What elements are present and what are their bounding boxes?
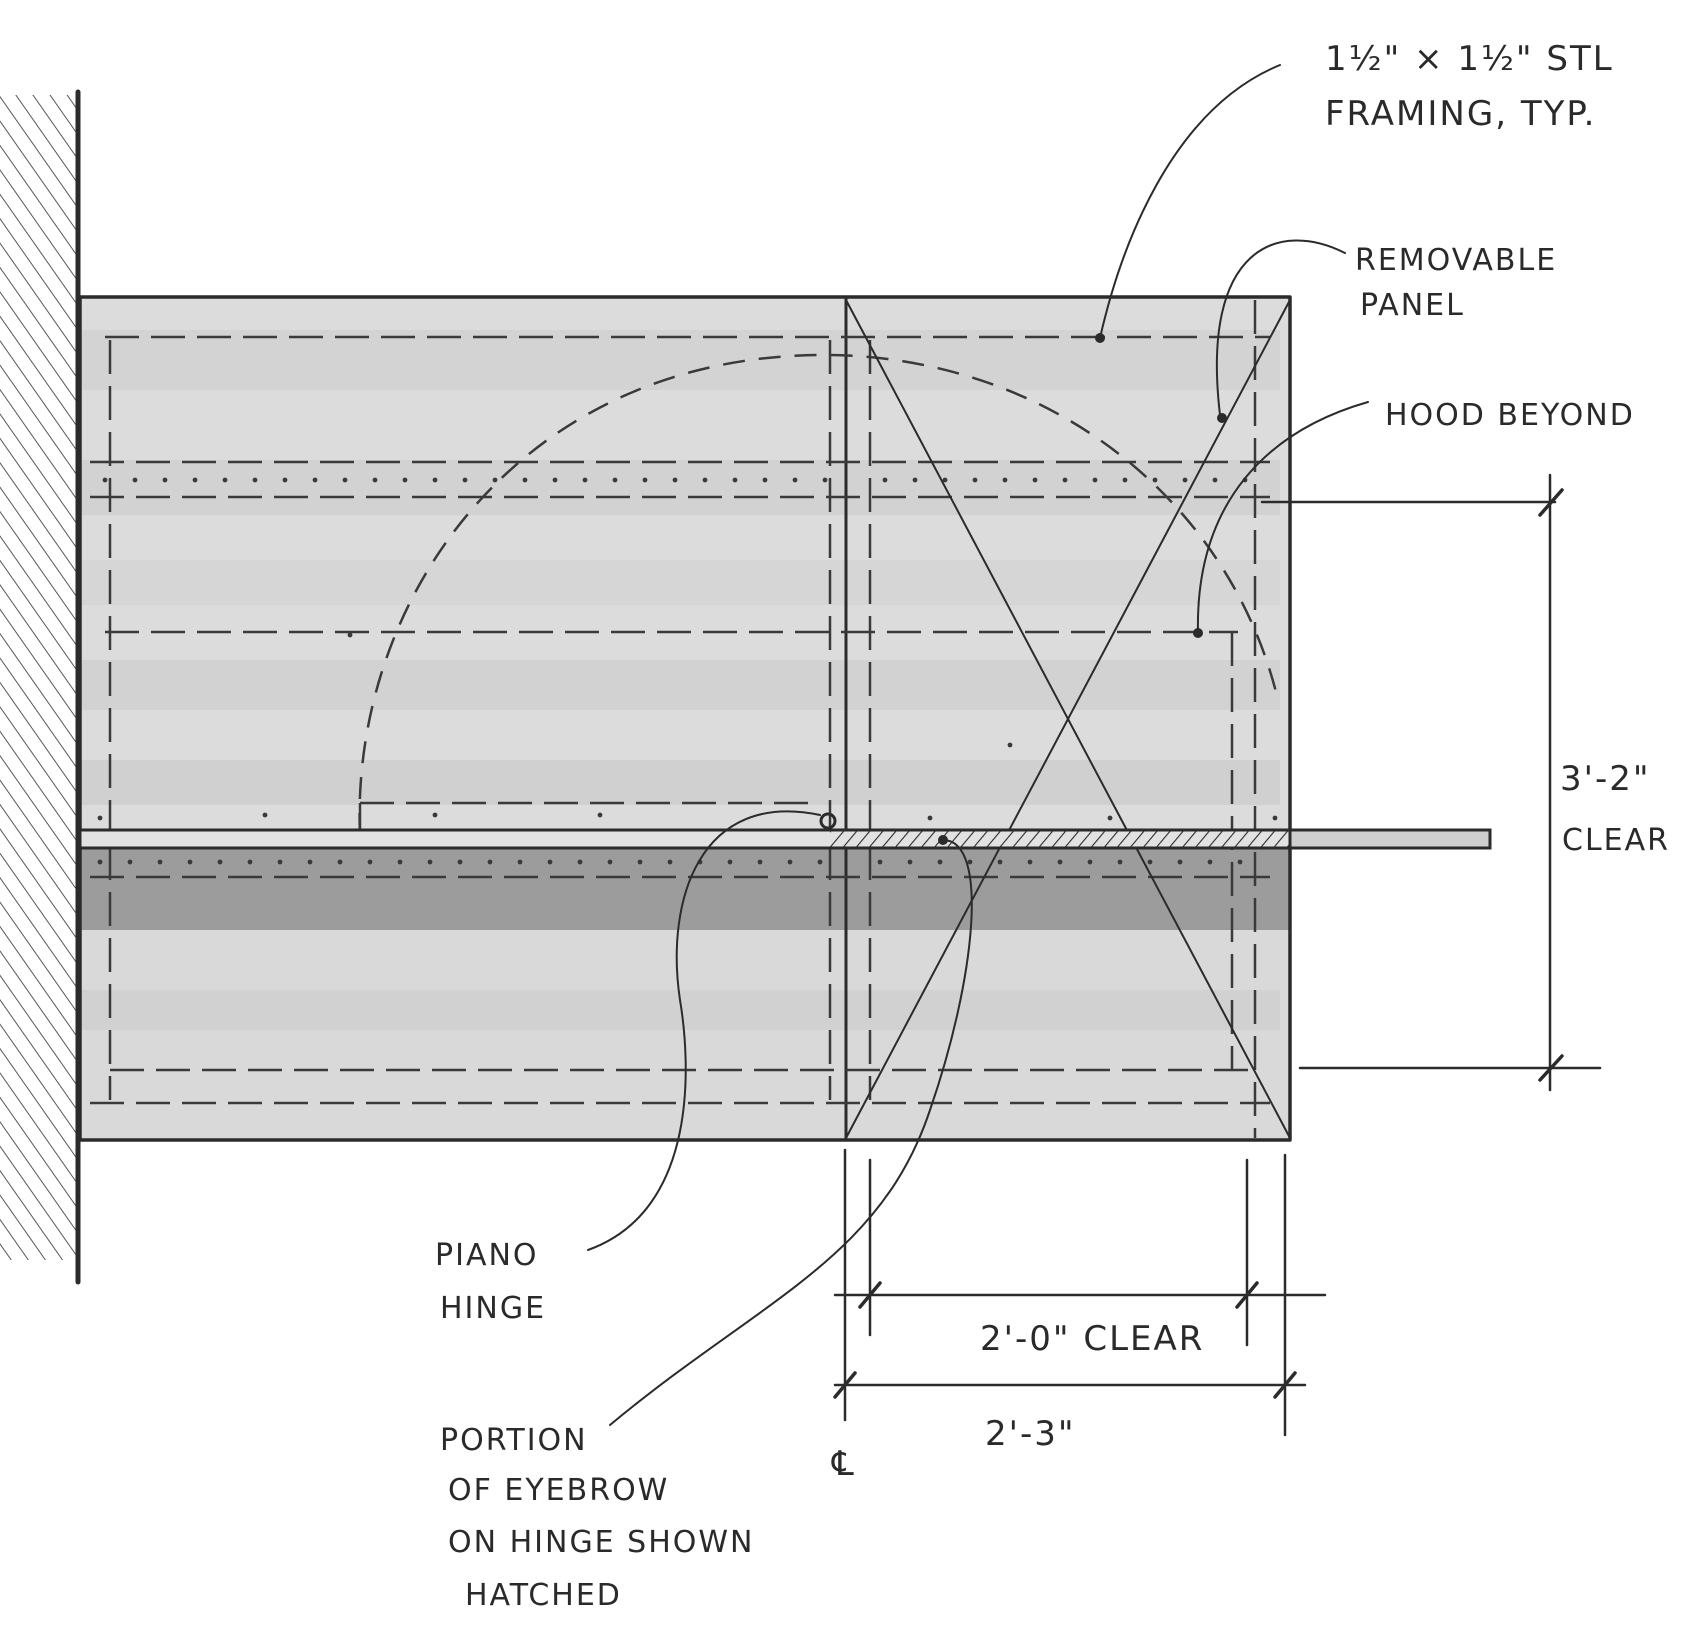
- height-dimension: [1260, 473, 1602, 1092]
- fastener-row-lower: [97, 859, 1243, 865]
- fastener-dots: [97, 477, 1278, 865]
- fastener-row-sill: [97, 632, 1278, 821]
- framing-label-line1: 1½" × 1½" STL: [1325, 39, 1614, 79]
- eyebrow-leader-dot: [938, 835, 948, 845]
- height-dim-label-line1: 3'-2": [1560, 759, 1651, 799]
- centerline-symbol: ℄: [831, 1444, 856, 1484]
- piano-hinge-pivot: [819, 812, 837, 830]
- removable-panel-x: [845, 299, 1291, 1139]
- wash-band-3: [80, 560, 1280, 605]
- clear-tick-left: [858, 1281, 882, 1309]
- width-dimensions: [833, 1148, 1327, 1437]
- eyebrow-label-line1: PORTION: [440, 1423, 588, 1458]
- wash-lower-dark: [80, 845, 1290, 930]
- removable-panel-line2: PANEL: [1360, 288, 1465, 323]
- piano-hinge-label-line1: PIANO: [435, 1238, 539, 1273]
- leader-lines: [587, 64, 1369, 1426]
- framing-leader-dot: [1095, 333, 1105, 343]
- wash-band-5: [80, 760, 1280, 805]
- eyebrow-leader: [609, 839, 973, 1426]
- removable-panel-line1: REMOVABLE: [1355, 243, 1557, 278]
- wash-band-2: [80, 460, 1280, 515]
- annotations: 1½" × 1½" STL FRAMING, TYP. REMOVABLE PA…: [435, 39, 1670, 1613]
- framing-leader: [1099, 64, 1281, 339]
- unit-outline: [78, 295, 1292, 1142]
- panel-leader-dot: [1217, 413, 1227, 423]
- hood-leader-dot: [1193, 628, 1203, 638]
- framing-label-line2: FRAMING, TYP.: [1325, 94, 1596, 134]
- eyebrow-sill: [78, 812, 1492, 850]
- wash-band-1: [80, 330, 1280, 390]
- wash-band-4: [80, 660, 1280, 710]
- hood-leader: [1196, 401, 1369, 634]
- eyebrow-label-line3: ON HINGE SHOWN: [448, 1525, 755, 1560]
- height-tick-top: [1538, 488, 1564, 517]
- door-swing-arc: [358, 353, 1280, 836]
- unit-box: [78, 295, 1292, 1142]
- framing-dashed-lines: [90, 300, 1270, 1138]
- height-dim-label-line2: CLEAR: [1562, 823, 1670, 858]
- piano-hinge-leader: [587, 810, 821, 1251]
- eyebrow-label-line4: HATCHED: [465, 1578, 622, 1613]
- clear-width-dim-label: 2'-0" CLEAR: [980, 1319, 1204, 1359]
- overall-width-dim-label: 2'-3": [985, 1414, 1076, 1454]
- eyebrow-end: [1288, 828, 1492, 850]
- overall-tick-right: [1273, 1371, 1297, 1399]
- clear-tick-right: [1235, 1281, 1259, 1309]
- marker-wash: [80, 296, 1290, 1140]
- wall-hatch: [0, 95, 76, 1260]
- panel-leader: [1215, 239, 1346, 416]
- hinge-hatched-portion: [830, 830, 1290, 848]
- fastener-row-upper: [102, 477, 1248, 483]
- overall-tick-left: [833, 1371, 857, 1399]
- piano-hinge-label-line2: HINGE: [440, 1291, 546, 1326]
- eyebrow-label-line2: OF EYEBROW: [448, 1473, 669, 1508]
- hood-beyond-label: HOOD BEYOND: [1385, 398, 1635, 433]
- height-tick-bottom: [1538, 1054, 1564, 1082]
- wall: [0, 89, 81, 1285]
- panel-diagonal-2: [845, 299, 1291, 1139]
